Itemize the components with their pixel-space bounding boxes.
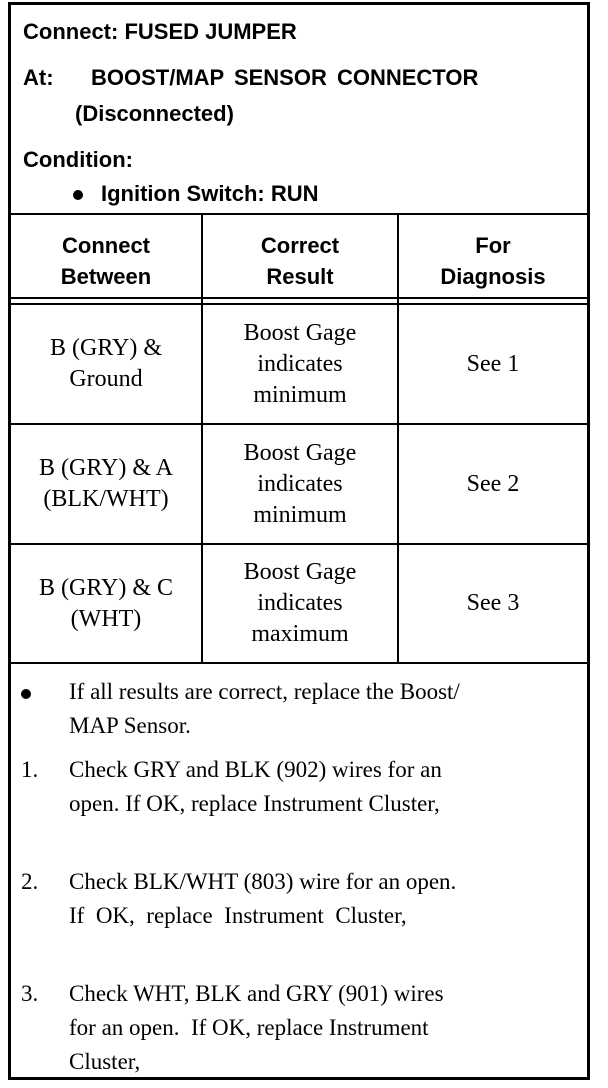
table-row-2-diagnosis: See 2 bbox=[466, 470, 520, 497]
table-row-3-diagnosis: See 3 bbox=[466, 590, 520, 616]
table-row-1-diagnosis: See 1 bbox=[466, 350, 520, 377]
condition-label: Condition: bbox=[23, 147, 133, 172]
table-row-2-result: Boost Gage indicates minimum bbox=[243, 439, 357, 528]
table-row-1-between: B (GRY) & Ground bbox=[49, 335, 162, 392]
column-header-rule-top bbox=[11, 297, 587, 299]
column-header-for-diagnosis: For Diagnosis bbox=[440, 233, 546, 289]
column-header-connect-between: Connect Between bbox=[60, 233, 152, 289]
table-row-2-between: B (GRY) & A (BLK/WHT) bbox=[38, 455, 173, 512]
row-divider-2 bbox=[11, 543, 587, 545]
diagnostic-card: Connect: FUSED JUMPER At: BOOST/MAP SENS… bbox=[8, 2, 590, 1080]
column-header-correct-result: Correct Result bbox=[260, 233, 340, 289]
header-divider bbox=[11, 213, 587, 215]
bullet-icon bbox=[73, 190, 83, 201]
table-row-3-between: B (GRY) & C (WHT) bbox=[38, 574, 173, 632]
at-note: (Disconnected) bbox=[75, 101, 234, 126]
at-label: At: bbox=[23, 65, 54, 90]
column-divider-1 bbox=[201, 215, 203, 663]
condition-item-text: Ignition Switch: RUN bbox=[101, 181, 319, 206]
condition-item: Ignition Switch: RUN bbox=[73, 181, 319, 207]
column-divider-2 bbox=[397, 215, 399, 663]
test-header: Connect: FUSED JUMPER At: BOOST/MAP SENS… bbox=[11, 5, 587, 215]
row-divider-1 bbox=[11, 423, 587, 425]
column-header-rule-bottom bbox=[11, 303, 587, 305]
bullet-icon bbox=[21, 689, 31, 699]
table-bottom-rule bbox=[11, 662, 587, 664]
table-row-3-result: Boost Gage indicates maximum bbox=[243, 559, 357, 647]
at-value: BOOST/MAP SENSOR CONNECTOR bbox=[91, 65, 479, 90]
connect-line: Connect: FUSED JUMPER bbox=[23, 19, 297, 44]
table-row-1-result: Boost Gage indicates minimum bbox=[243, 319, 357, 408]
